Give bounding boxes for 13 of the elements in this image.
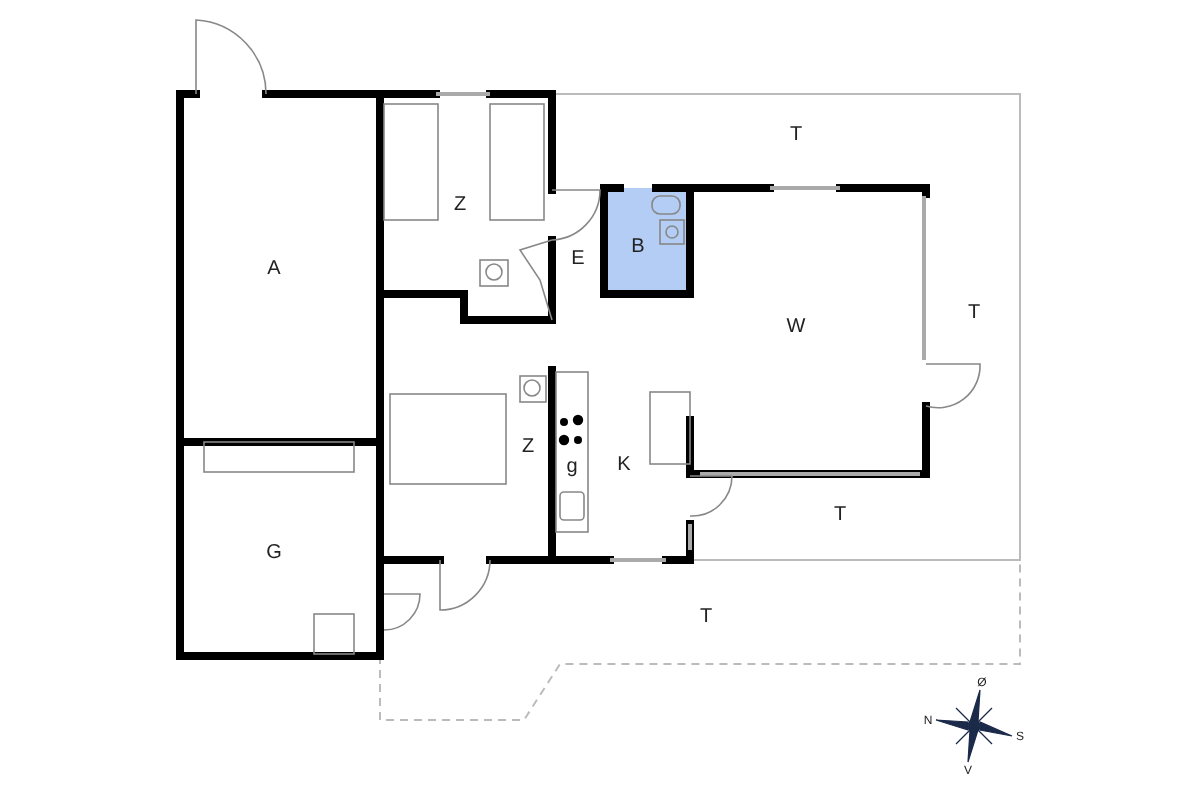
room-label: E <box>571 250 585 270</box>
room-label: T <box>967 304 981 324</box>
room-label: W <box>786 318 806 338</box>
room-label: A <box>267 260 281 280</box>
room-label: Z <box>453 196 467 216</box>
room-label: K <box>617 456 631 476</box>
room-label: G <box>266 544 282 564</box>
room-label: B <box>631 238 645 258</box>
room-label: T <box>833 506 847 526</box>
room-label: T <box>699 608 713 628</box>
room-label: T <box>789 126 803 146</box>
room-label: Z <box>521 438 535 458</box>
room-label: g <box>566 458 578 478</box>
